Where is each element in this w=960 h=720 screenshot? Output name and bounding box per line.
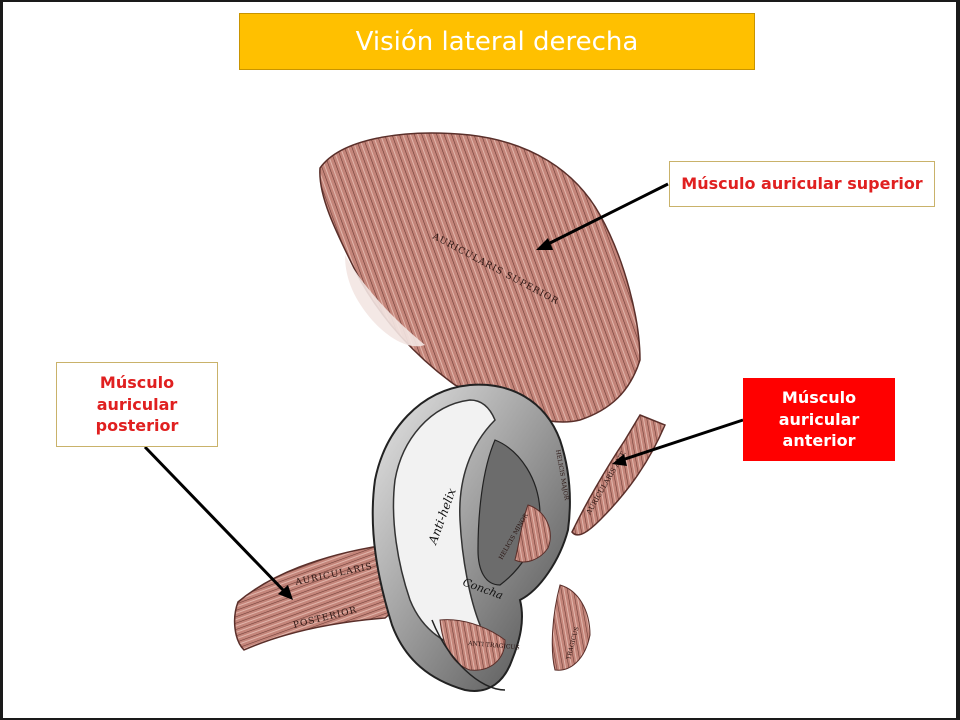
text-anti-tragicus: ANTI TRAGICUS — [467, 640, 520, 652]
frame-left — [0, 0, 3, 720]
label-auricular-anterior-text: Músculo auricular anterior — [778, 388, 860, 451]
arrow-posterior — [143, 445, 293, 600]
auricularis-posterior-muscle — [233, 544, 398, 651]
frame-right — [956, 0, 960, 720]
auricularis-anterior-muscle — [571, 414, 666, 536]
page-title: Visión lateral derecha — [355, 26, 639, 57]
label-auricular-posterior: Músculo auricular posterior — [56, 362, 218, 447]
title-banner: Visión lateral derecha — [239, 13, 755, 70]
arrow-superior — [536, 182, 669, 250]
arrow-anterior — [612, 418, 744, 466]
label-auricular-posterior-text: Músculo auricular posterior — [95, 373, 179, 436]
frame-top — [0, 0, 960, 2]
auricularis-superior-muscle — [319, 132, 641, 423]
label-auricular-superior: Músculo auricular superior — [669, 161, 935, 207]
frame-bottom — [0, 718, 960, 720]
label-auricular-superior-text: Músculo auricular superior — [681, 174, 923, 194]
label-auricular-anterior: Músculo auricular anterior — [743, 378, 895, 461]
